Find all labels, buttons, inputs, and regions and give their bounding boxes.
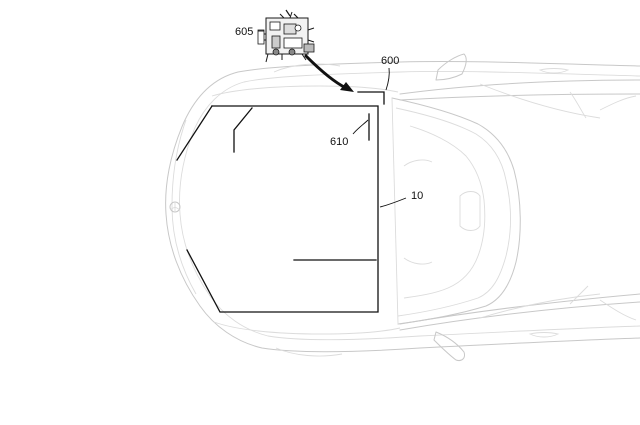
leader-lines: [258, 30, 407, 208]
component-600-bracket: [357, 91, 385, 105]
label-600: 600: [381, 55, 399, 67]
label-605: 605: [235, 26, 253, 38]
component-10-outline: [176, 105, 379, 313]
module-605-drawing: [257, 9, 315, 63]
label-610: 610: [330, 136, 348, 148]
assembly-arrow: [304, 54, 354, 92]
vehicle-outline: [165, 53, 640, 361]
label-10: 10: [411, 190, 423, 202]
